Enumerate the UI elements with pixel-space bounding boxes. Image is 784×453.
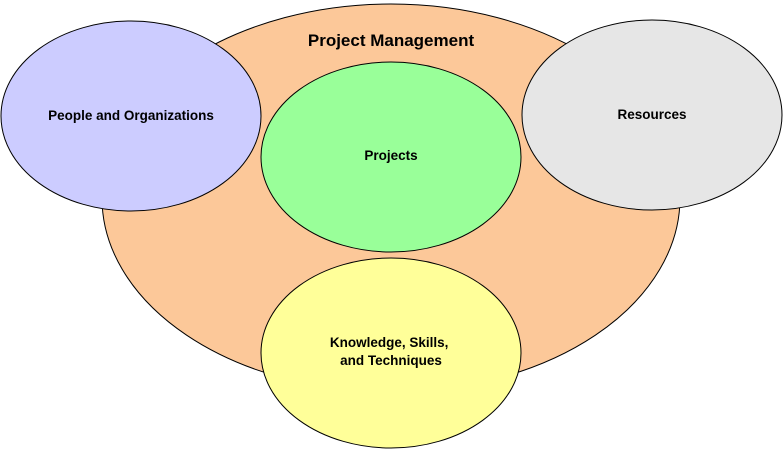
projects-label: Projects xyxy=(364,148,417,163)
people-organizations-label: People and Organizations xyxy=(48,108,214,123)
knowledge-skills-techniques-label: Knowledge, Skills, and Techniques xyxy=(330,335,452,368)
knowledge-skills-techniques-ellipse xyxy=(260,257,522,449)
knowledge-label-line-2: and Techniques xyxy=(340,353,442,368)
projects-ellipse xyxy=(260,61,522,253)
knowledge-label-line-1: Knowledge, Skills, xyxy=(330,335,449,350)
people-organizations-ellipse xyxy=(0,20,262,212)
resources-label: Resources xyxy=(617,107,686,122)
resources-ellipse xyxy=(521,19,783,211)
project-management-title: Project Management xyxy=(308,31,475,50)
